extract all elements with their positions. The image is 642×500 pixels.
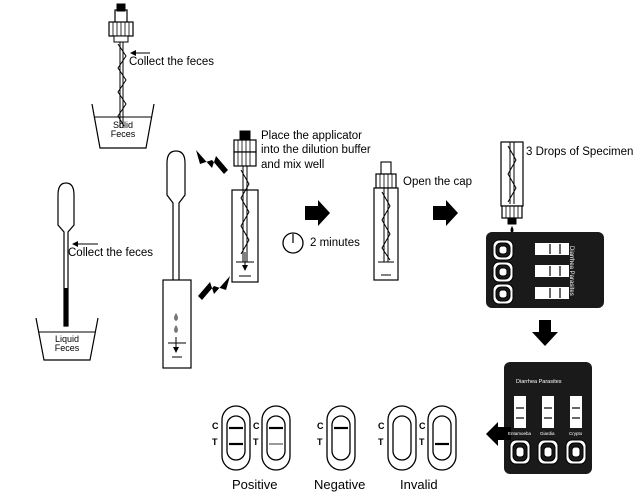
invalid-strip-2 (427, 405, 457, 471)
tube-cap-open (373, 161, 399, 281)
card-title: Diarrhea Parasites (516, 379, 562, 385)
negative-t-label: T (317, 437, 323, 447)
invalid2-t-label: T (419, 437, 425, 447)
test-cassette-result (504, 362, 592, 474)
invalid-label: Invalid (400, 477, 438, 492)
wait-time-label: 2 minutes (310, 237, 360, 249)
drops-label: 3 Drops of Specimen (526, 146, 634, 158)
collect-solid-label: Collect the feces (129, 56, 215, 68)
arrow-to-open-cap (433, 200, 458, 226)
card-analyte-giardia: Giardia (540, 431, 555, 436)
timer-icon (282, 232, 304, 254)
place-applicator-label: Place the applicator into the dilution b… (261, 129, 371, 172)
arrow-pipette-to-buffer-lower (198, 276, 230, 300)
invalid-t-label: T (378, 437, 384, 447)
invalid-strip-1 (387, 405, 417, 471)
negative-c-label: C (317, 421, 324, 431)
pipette-into-tube (162, 150, 192, 369)
positive-c-label: C (212, 421, 219, 431)
place-applicator-line-3: and mix well (261, 158, 325, 171)
test-cassette (486, 232, 604, 308)
liquid-pipette (57, 182, 75, 327)
dropping-tube (500, 141, 524, 233)
card-analyte-entamoeba: Entamoeba (508, 431, 532, 436)
positive-strip-2 (261, 405, 291, 471)
invalid-c-label: C (378, 421, 385, 431)
place-applicator-line-1: Place the applicator (261, 130, 363, 142)
liquid-feces-collection (35, 182, 99, 361)
positive2-c-label: C (253, 421, 260, 431)
solid-feces-collection (91, 3, 155, 149)
liquid-beaker-label-line-2: Feces (54, 343, 80, 354)
negative-strip (326, 405, 356, 471)
place-applicator-line-2: into the dilution buffer (261, 144, 371, 157)
card-title-rotated: Diarrhea Parasites (568, 246, 574, 296)
positive-t-label: T (212, 437, 218, 447)
arrow-pipette-to-buffer-upper (196, 150, 228, 174)
arrow-to-timer (305, 200, 330, 226)
positive2-t-label: T (253, 437, 259, 447)
open-cap-label: Open the cap (403, 176, 473, 188)
arrow-down-to-read (532, 320, 558, 346)
liquid-beaker-label: Liquid Feces (50, 334, 84, 354)
solid-beaker-label-line-1: Solid (112, 120, 133, 130)
applicator-in-buffer (231, 130, 259, 283)
negative-label: Negative (314, 477, 366, 492)
flow-arrows (196, 150, 558, 446)
solid-beaker-label: Solid Feces (107, 120, 139, 140)
invalid2-c-label: C (419, 421, 426, 431)
card-analyte-crypto: Crypto (569, 431, 583, 436)
collect-liquid-label: Collect the feces (68, 247, 154, 259)
liquid-beaker-label-line-1: Liquid (54, 334, 80, 344)
solid-beaker-label-line-2: Feces (110, 129, 136, 140)
solid-applicator (108, 3, 134, 128)
result-strips (221, 405, 457, 471)
positive-strip-1 (221, 405, 251, 471)
positive-label: Positive (232, 477, 278, 492)
arrow-to-results (486, 422, 511, 446)
solid-beaker (91, 103, 155, 149)
liquid-beaker (35, 317, 99, 361)
